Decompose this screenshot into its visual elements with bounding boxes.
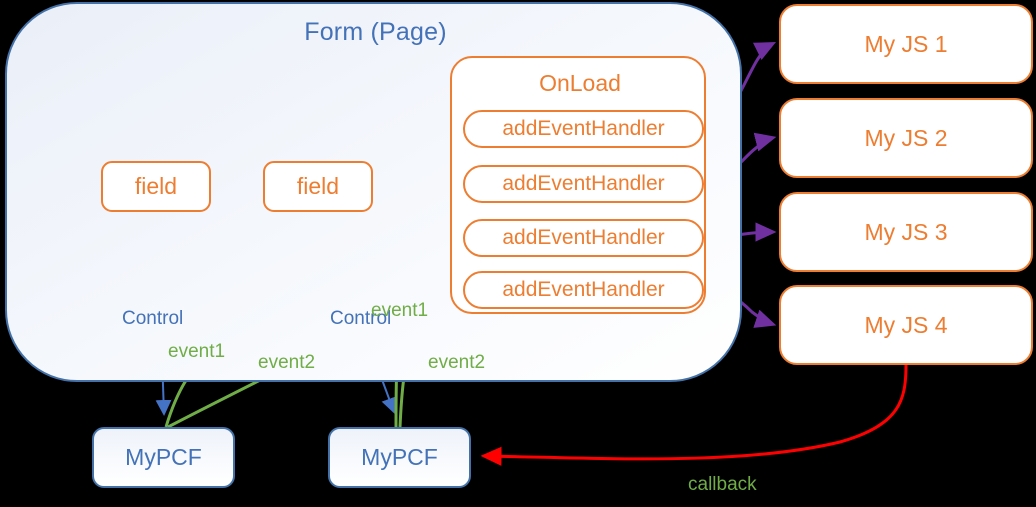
edge-label-control-2: Control: [330, 308, 392, 329]
form-page-title: Form (Page): [304, 18, 447, 46]
add-event-handler-1[interactable]: addEventHandler: [463, 110, 704, 148]
add-event-handler-2[interactable]: addEventHandler: [463, 165, 704, 203]
field-box-2[interactable]: field: [263, 161, 373, 212]
my-js-box-2[interactable]: My JS 2: [779, 98, 1033, 178]
add-event-handler-3[interactable]: addEventHandler: [463, 219, 704, 257]
edge-label-event1-a: event1: [168, 341, 226, 362]
my-js-box-1[interactable]: My JS 1: [779, 4, 1033, 84]
connector-callback: [480, 364, 908, 466]
my-js-box-3[interactable]: My JS 3: [779, 192, 1033, 272]
edge-label-callback: callback: [688, 474, 757, 495]
edge-label-control-1: Control: [122, 308, 184, 329]
edge-label-event2-a: event2: [258, 352, 316, 373]
field-box-1[interactable]: field: [101, 161, 211, 212]
mypcf-box-2[interactable]: MyPCF: [328, 427, 471, 488]
add-event-handler-4[interactable]: addEventHandler: [463, 271, 704, 309]
edge-label-event1-b: event1: [371, 300, 429, 321]
onload-title: OnLoad: [539, 70, 621, 96]
mypcf-box-1[interactable]: MyPCF: [92, 427, 235, 488]
edge-label-event2-b: event2: [428, 352, 486, 373]
my-js-box-4[interactable]: My JS 4: [779, 285, 1033, 365]
